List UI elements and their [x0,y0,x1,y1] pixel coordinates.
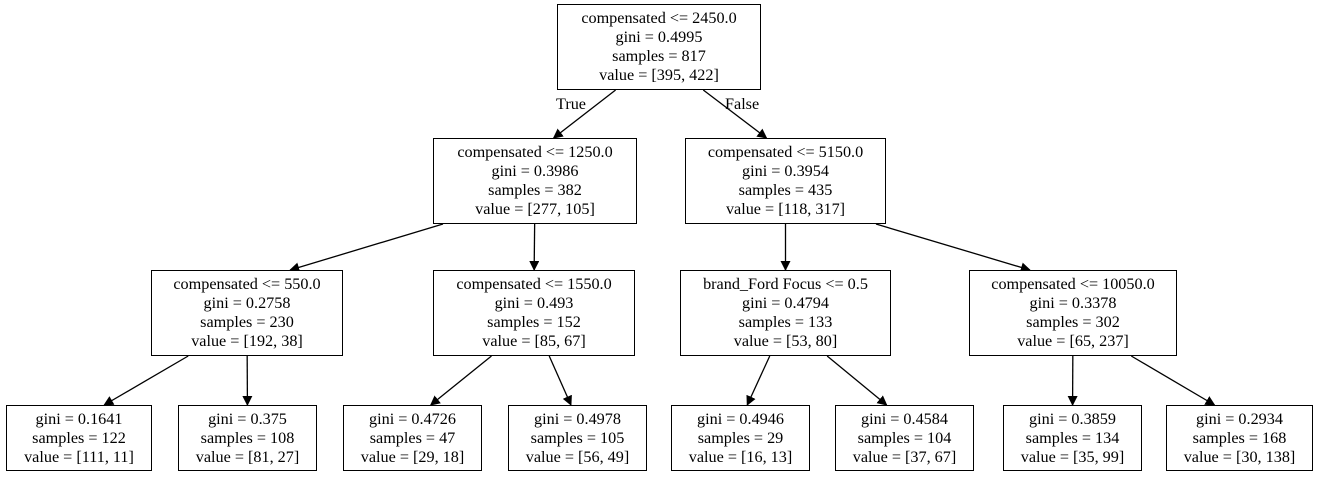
node-line: value = [56, 49] [525,447,630,466]
node-line: compensated <= 10050.0 [991,275,1155,293]
node-line: samples = 168 [1192,428,1287,447]
node-line: gini = 0.1641 [35,409,123,428]
edge-label-true: True [556,95,586,113]
edge-n1-n4 [529,223,540,271]
edge-n1-n3 [289,223,444,273]
node-line: value = [37, 67] [852,447,957,466]
node-line: gini = 0.4995 [615,28,703,46]
node-line: samples = 133 [738,313,833,331]
node-line: samples = 302 [1026,313,1120,331]
node-line: samples = 230 [200,313,294,331]
node-line: value = [192, 38] [191,332,303,350]
node-line: value = [395, 422] [599,66,719,84]
node-line: gini = 0.4794 [742,294,829,312]
edge-label-false: False [725,95,760,113]
node-line: samples = 47 [369,428,456,447]
node-line: gini = 0.493 [494,294,574,312]
node-line: samples = 104 [857,428,952,447]
node-line: compensated <= 1250.0 [457,143,613,161]
node-line: samples = 122 [32,428,126,447]
node-line: value = [85, 67] [482,332,586,350]
node-line: gini = 0.2758 [203,294,291,312]
edge-n5-n12 [826,355,888,406]
node-line: value = [29, 18] [360,447,465,466]
node-line: samples = 134 [1025,428,1120,447]
node-line: compensated <= 1550.0 [456,275,612,293]
node-line: samples = 435 [738,181,833,199]
node-line: samples = 152 [487,313,581,331]
node-line: gini = 0.4946 [697,409,784,428]
node-line: compensated <= 5150.0 [707,143,864,161]
node-line: gini = 0.4726 [369,409,456,428]
edge-n4-n10 [548,355,572,406]
node-line: value = [16, 13] [688,447,793,466]
edge-n2-n6 [875,223,1031,273]
node-line: samples = 817 [612,47,706,65]
node-line: value = [35, 99] [1020,447,1125,466]
node-line: gini = 0.4978 [534,409,621,428]
edge-n4-n9 [429,355,492,406]
edge-n0-n1 [552,89,616,139]
node-line: brand_Ford Focus <= 0.5 [703,275,868,293]
node-line: gini = 0.3954 [742,162,829,180]
edge-n3-n7 [103,355,189,406]
node-line: value = [118, 317] [725,200,846,218]
node-line: gini = 0.2934 [1196,409,1283,428]
node-line: gini = 0.3859 [1029,409,1116,428]
node-line: gini = 0.3378 [1029,294,1117,312]
node-line: compensated <= 550.0 [173,275,321,293]
node-line: gini = 0.3986 [491,162,579,180]
node-line: samples = 382 [488,181,582,199]
node-line: value = [53, 80] [733,332,838,350]
node-line: samples = 105 [530,428,625,447]
edge-n6-n14 [1130,355,1216,406]
node-line: value = [277, 105] [475,200,595,218]
node-line: value = [111, 11] [24,447,134,466]
node-line: gini = 0.4584 [861,409,948,428]
node-line: value = [81, 27] [195,447,300,466]
edge-n5-n11 [746,355,771,406]
node-line: value = [30, 138] [1183,447,1296,466]
node-line: compensated <= 2450.0 [581,9,737,27]
node-line: gini = 0.375 [208,409,287,428]
node-line: samples = 108 [200,428,295,447]
node-line: samples = 29 [697,428,784,447]
edge-n0-n2 [702,89,768,139]
node-line: value = [65, 237] [1017,332,1129,350]
